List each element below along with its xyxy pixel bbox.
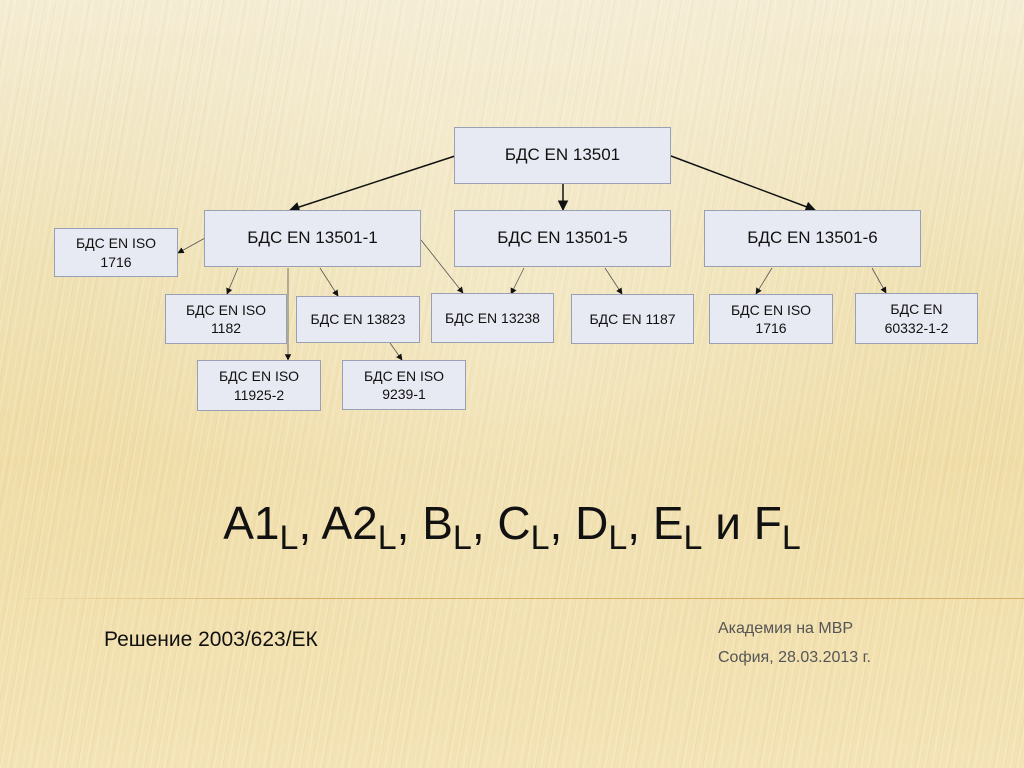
class-a2: A2 <box>321 497 378 549</box>
class-b: B <box>422 497 453 549</box>
node-en1187: БДС EN 1187 <box>571 294 694 344</box>
class-a2-sub: L <box>377 519 397 557</box>
link-n1-iso1716 <box>177 237 206 254</box>
separator: , <box>471 497 498 549</box>
conjunction: и <box>702 497 754 549</box>
class-d-sub: L <box>608 519 628 557</box>
node-en13823: БДС EN 13823 <box>296 296 420 343</box>
link-n1-en13238 <box>420 239 464 294</box>
link-n6-en60332 <box>871 267 887 294</box>
footer-organization: Академия на МВР <box>718 620 854 637</box>
link-en13823-iso9239 <box>389 342 403 361</box>
class-a1-sub: L <box>279 519 299 557</box>
separator: , <box>627 497 653 549</box>
node-iso9239: БДС EN ISO 9239-1 <box>342 360 466 410</box>
node-en60332: БДС EN 60332-1-2 <box>855 293 978 344</box>
class-a1: A1 <box>223 497 280 549</box>
node-en13238: БДС EN 13238 <box>431 293 554 343</box>
node-iso1716-right: БДС EN ISO 1716 <box>709 294 833 344</box>
link-n6-iso1716 <box>755 267 773 295</box>
node-iso11925: БДС EN ISO 11925-2 <box>197 360 321 411</box>
separator: , <box>396 497 423 549</box>
link-root-n6 <box>670 155 816 212</box>
class-f: F <box>753 497 782 549</box>
class-e-sub: L <box>683 519 703 557</box>
link-n1-en13823 <box>319 267 339 297</box>
separator: , <box>549 497 576 549</box>
link-n5-en13238 <box>510 267 525 295</box>
link-n5-en1187 <box>604 267 623 295</box>
divider-line <box>0 598 1024 599</box>
node-iso1182: БДС EN ISO 1182 <box>165 294 287 344</box>
node-13501-6: БДС EN 13501-6 <box>704 210 921 267</box>
class-c-sub: L <box>530 519 550 557</box>
footer-place-date: София, 28.03.2013 г. <box>718 649 871 666</box>
class-b-sub: L <box>452 519 472 557</box>
classes-title: A1L, A2L, BL, CL, DL, EL и FL <box>0 496 1024 555</box>
node-13501-5: БДС EN 13501-5 <box>454 210 671 267</box>
link-n1-iso1182 <box>226 267 239 295</box>
node-13501-1: БДС EN 13501-1 <box>204 210 421 267</box>
class-f-sub: L <box>781 519 801 557</box>
node-iso1716-left: БДС EN ISO 1716 <box>54 228 178 277</box>
class-d: D <box>575 497 609 549</box>
class-c: C <box>497 497 531 549</box>
decision-reference: Решение 2003/623/ЕК <box>104 628 318 651</box>
node-root: БДС EN 13501 <box>454 127 671 184</box>
class-e: E <box>652 497 684 549</box>
link-root-n1 <box>289 155 456 213</box>
separator: , <box>298 497 322 549</box>
